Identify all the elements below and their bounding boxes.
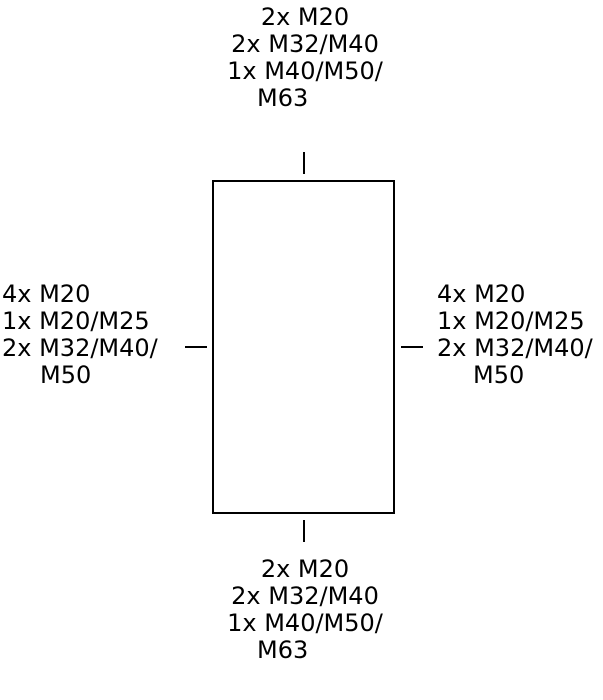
top-entry-line: 1x M40/M50/	[227, 57, 383, 85]
right-entry-line: 4x M20	[437, 280, 526, 308]
top-cable-entries: 2x M20 2x M32/M40 1x M40/M50/ M63	[215, 4, 395, 112]
left-entry-line: 4x M20	[2, 280, 91, 308]
bottom-entry-line: M63	[257, 636, 309, 664]
right-entry-line: 1x M20/M25	[437, 307, 585, 335]
enclosure-box	[212, 180, 395, 514]
top-entry-line: 2x M32/M40	[231, 30, 379, 58]
bottom-entry-line: 1x M40/M50/	[227, 609, 383, 637]
bottom-entry-line: 2x M20	[260, 555, 350, 583]
top-entry-line: 2x M20	[260, 3, 350, 31]
bottom-entry-line: 2x M32/M40	[231, 582, 379, 610]
right-cable-entries: 4x M20 1x M20/M25 2x M32/M40/ M50	[437, 281, 593, 389]
right-entry-line: M50	[473, 361, 525, 389]
right-entry-line: 2x M32/M40/	[437, 334, 593, 362]
left-entry-line: M50	[40, 361, 92, 389]
top-entry-line: M63	[257, 84, 309, 112]
left-cable-entries: 4x M20 1x M20/M25 2x M32/M40/ M50	[2, 281, 158, 389]
bottom-cable-entries: 2x M20 2x M32/M40 1x M40/M50/ M63	[215, 556, 395, 664]
left-entry-line: 2x M32/M40/	[2, 334, 158, 362]
left-entry-line: 1x M20/M25	[2, 307, 150, 335]
